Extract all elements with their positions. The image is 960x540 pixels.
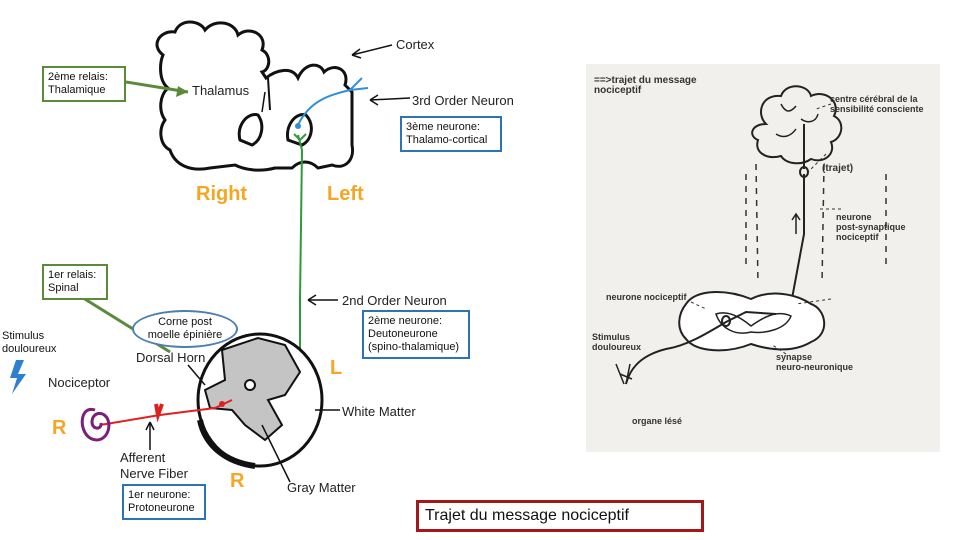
thalamus-left — [286, 113, 313, 147]
scanned-diagram: ==>trajet du message nociceptif centre c… — [586, 64, 940, 452]
side-r-bottom-label: R — [230, 470, 245, 492]
corne-line2: moelle épinière — [147, 329, 223, 341]
third-order-neuron-body — [295, 123, 301, 129]
relais1-box: 1er relais: Spinal — [42, 264, 108, 300]
side-l-label: L — [330, 357, 342, 379]
scan-organe-label: organe lésé — [632, 416, 683, 426]
neurone2-line2: Deutoneurone — [368, 328, 438, 340]
scan-title: ==>trajet du message nociceptif — [594, 76, 697, 96]
neurone3-box: 3ème neurone: Thalamo-cortical — [400, 116, 502, 152]
left-label: Left — [327, 183, 364, 205]
scan-centre-label: centre cérébral de la sensibilité consci… — [830, 94, 924, 114]
scan-trajet-label: (trajet) — [822, 163, 854, 174]
central-canal — [244, 379, 256, 391]
gray-matter-label: Gray Matter — [287, 480, 356, 495]
neurone1-box: 1er neurone: Protoneurone — [122, 484, 206, 520]
third-order-neuron-fiber — [297, 77, 363, 126]
scan-stimulus-line1: Stimulus — [592, 332, 631, 342]
neurone2-line1: 2ème neurone: — [368, 315, 442, 327]
stimulus-text: Stimulus douloureux — [2, 330, 56, 356]
side-r-label: R — [52, 417, 67, 439]
nociceptor-label: Nociceptor — [48, 375, 111, 390]
scan-synapse-line2: neuro-neuronique — [776, 362, 853, 372]
caption-box: Trajet du message nociceptif — [416, 500, 704, 532]
neurone3-line1: 3ème neurone: — [406, 121, 480, 133]
cortex-label: Cortex — [396, 37, 435, 52]
second-order-neuron-label: 2nd Order Neuron — [342, 293, 447, 308]
corne-line1: Corne post — [158, 316, 212, 328]
neurone3-line2: Thalamo-cortical — [406, 134, 488, 146]
scan-post-line1: neurone — [836, 212, 872, 222]
dorsal-horn-label: Dorsal Horn — [136, 350, 205, 365]
scan-centre-line1: centre cérébral de la — [830, 94, 918, 104]
scan-post-label: neurone post-synaptique nociceptif — [836, 212, 906, 242]
neurone2-box: 2ème neurone: Deutoneurone (spino-thalam… — [362, 310, 470, 359]
neurone2-line3: (spino-thalamique) — [368, 341, 460, 353]
pain-pathway-diagram: Cortex Thalamus 3rd Order Neuron Right L… — [10, 20, 514, 495]
neurone1-line1: 1er neurone: — [128, 489, 191, 501]
scan-neurone-noci-label: neurone nociceptif — [606, 292, 687, 302]
thalamus-right — [237, 113, 264, 147]
thalamus-label: Thalamus — [192, 83, 250, 98]
lightning-icon — [10, 360, 26, 394]
right-label: Right — [196, 183, 247, 205]
scan-synapse-label: synapse neuro-neuronique — [776, 352, 853, 372]
relais1-line2: Spinal — [48, 282, 79, 294]
corne-box: Corne post moelle épinière — [132, 310, 238, 348]
relais2-line1: 2ème relais: — [48, 71, 108, 83]
scan-stimulus-label: Stimulus douloureux — [592, 332, 641, 352]
scan-centre-line2: sensibilité consciente — [830, 104, 924, 114]
afferent-label-1: Afferent — [120, 450, 166, 465]
neurone1-line2: Protoneurone — [128, 502, 195, 514]
relais1-line1: 1er relais: — [48, 269, 97, 281]
scanned-diagram-drawing — [615, 85, 887, 385]
relais2-line2: Thalamique — [48, 84, 106, 96]
brain-outline — [155, 20, 355, 172]
third-order-neuron-label: 3rd Order Neuron — [412, 93, 514, 108]
white-matter-label: White Matter — [342, 404, 416, 419]
stimulus-line2: douloureux — [2, 343, 57, 355]
nociceptor-ending — [80, 407, 111, 442]
dorsal-root-ganglion — [154, 403, 164, 423]
caption-text: Trajet du message nociceptif — [425, 507, 629, 524]
afferent-label-2: Nerve Fiber — [120, 466, 189, 481]
scan-post-line3: nociceptif — [836, 232, 879, 242]
brain-midline — [267, 77, 271, 111]
relais2-box: 2ème relais: Thalamique — [42, 66, 126, 102]
scan-title-line1: ==>trajet du message — [594, 75, 697, 86]
stimulus-line1: Stimulus — [2, 330, 45, 342]
scan-post-line2: post-synaptique — [836, 222, 906, 232]
scan-title-line2: nociceptif — [594, 85, 642, 96]
scan-synapse-line1: synapse — [776, 352, 813, 362]
scan-stimulus-line2: douloureux — [592, 342, 641, 352]
